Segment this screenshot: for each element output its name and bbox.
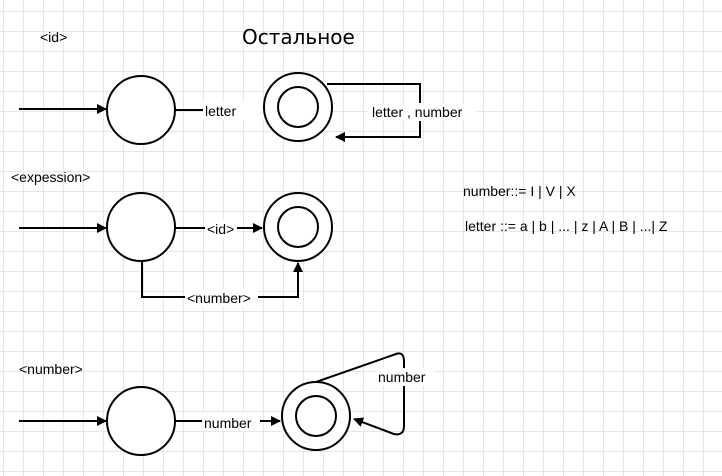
number-loop-edge-label: number [378, 369, 426, 385]
expression-start-state [106, 192, 176, 262]
id-start-state [106, 75, 176, 145]
expression-final-state-inner [277, 206, 319, 248]
id-loop-edge-label: letter , number [372, 104, 463, 120]
expression-id-edge-label-bg [205, 220, 237, 238]
number-number-edge-label: number [204, 415, 252, 431]
id-letter-edge-label-bg [203, 102, 267, 120]
expression-number-edge-label-bg [185, 289, 258, 307]
letter-rule: letter ::= a | b | ... | z | A | B | ...… [465, 218, 668, 234]
number-rule: number::= I | V | X [463, 183, 576, 199]
number-final-state-inner [295, 395, 337, 437]
id-loop-edge-label-bg [368, 103, 476, 121]
number-start-state [106, 386, 176, 456]
expression-section-label: <expession> [11, 169, 90, 185]
diagram-title: Остальное [242, 25, 355, 49]
number-section-label: <number> [19, 361, 83, 377]
number-loop-edge [315, 352, 405, 436]
id-final-state-inner [277, 86, 319, 128]
expression-number-edge-label: <number> [187, 290, 251, 306]
number-number-edge-label-bg [202, 413, 260, 431]
number-loop-edge-label-bg [376, 368, 434, 386]
id-section-label: <id> [40, 29, 67, 45]
expression-id-edge-label: <id> [207, 221, 234, 237]
id-letter-edge-label: letter [205, 103, 236, 119]
